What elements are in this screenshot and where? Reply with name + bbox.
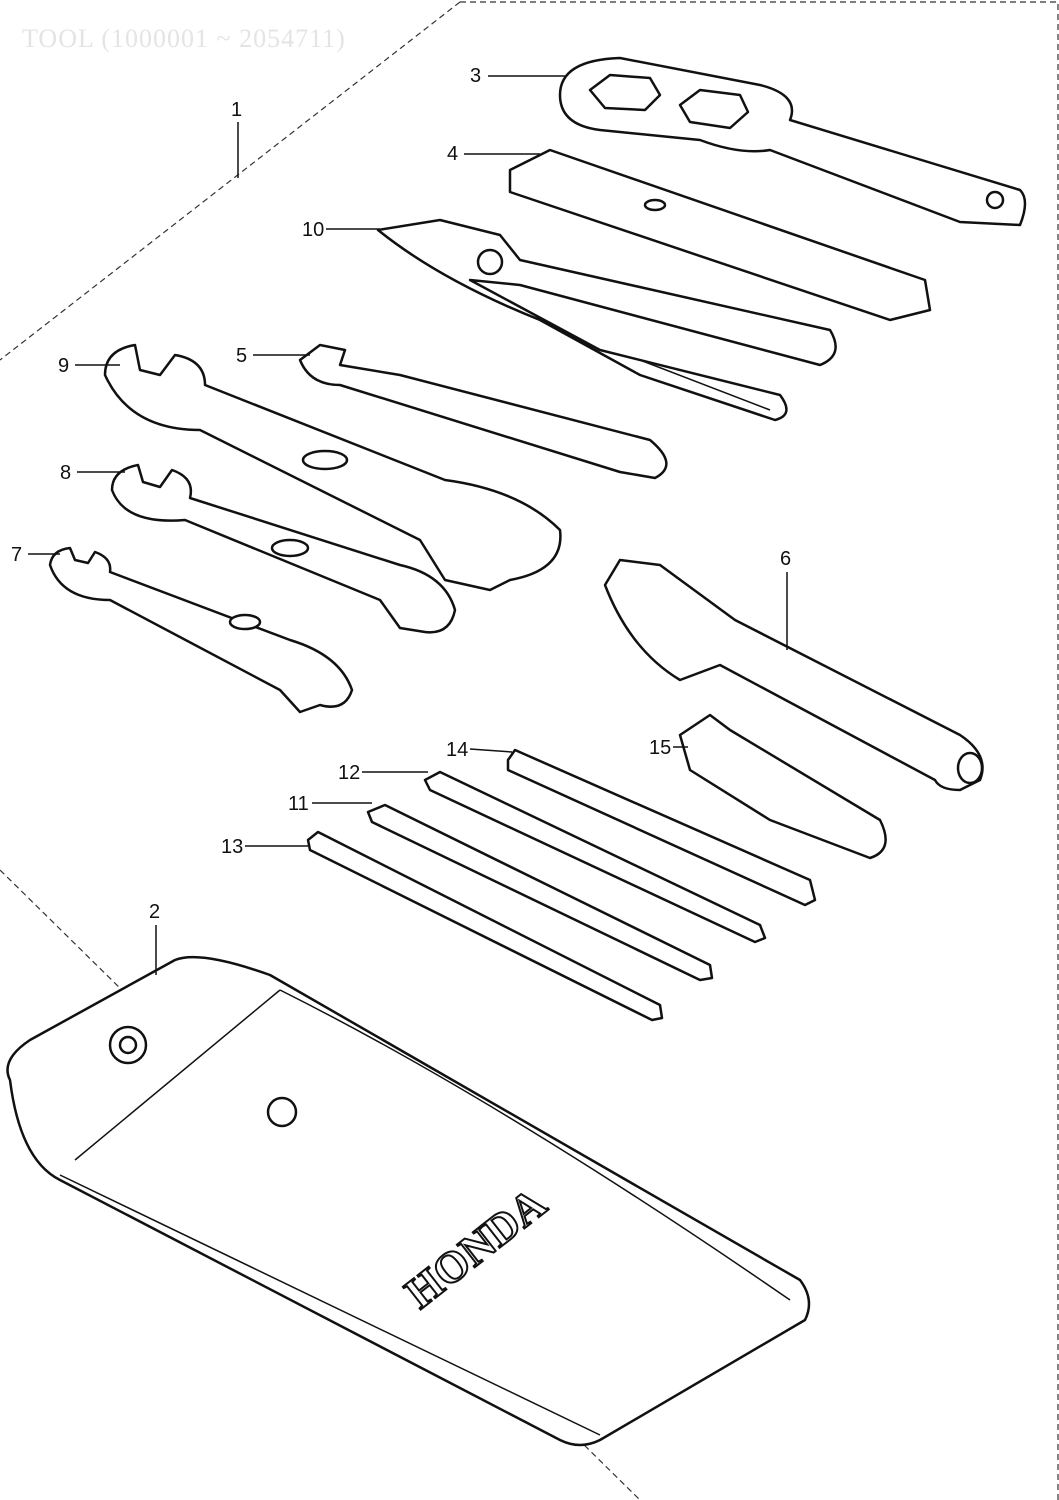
part-5-hook-wrench <box>298 343 668 480</box>
svg-text:13: 13 <box>221 836 243 858</box>
callout-6: 6 <box>780 548 791 650</box>
callout-4: 4 <box>447 143 540 165</box>
callout-8: 8 <box>60 462 125 484</box>
part-11-screwdriver-bit <box>366 803 714 982</box>
svg-text:14: 14 <box>446 739 468 761</box>
callout-13: 13 <box>221 836 308 858</box>
svg-text:10: 10 <box>302 219 324 241</box>
part-6-socket-wrench <box>603 558 984 792</box>
svg-text:9: 9 <box>58 355 69 377</box>
svg-text:1: 1 <box>231 99 242 121</box>
diagram-title: TOOL (1000001 ~ 2054711) <box>22 24 346 53</box>
part-14-screwdriver-shaft <box>506 748 817 907</box>
svg-text:11: 11 <box>288 793 309 815</box>
svg-text:8: 8 <box>60 462 71 484</box>
callout-15: 15 <box>649 737 688 759</box>
svg-text:15: 15 <box>649 737 671 759</box>
part-4-flat-bar <box>508 148 932 322</box>
svg-text:6: 6 <box>780 548 791 570</box>
callout-7: 7 <box>11 544 60 566</box>
callout-2: 2 <box>149 901 160 975</box>
svg-text:5: 5 <box>236 345 247 367</box>
svg-text:2: 2 <box>149 901 160 923</box>
part-3-box-spanner <box>558 56 1027 227</box>
svg-text:12: 12 <box>338 762 360 784</box>
part-7-open-end-wrench <box>48 546 354 714</box>
part-8-open-end-wrench <box>110 463 457 634</box>
part-9-open-end-wrench <box>103 343 562 592</box>
callout-5: 5 <box>236 345 310 367</box>
callout-1: 1 <box>231 99 242 178</box>
svg-text:3: 3 <box>470 65 481 87</box>
part-12-screwdriver-bit <box>423 770 767 944</box>
callout-12: 12 <box>338 762 428 784</box>
part-10-pliers <box>376 218 837 422</box>
part-15-screwdriver-handle <box>678 713 887 860</box>
callout-10: 10 <box>302 219 380 241</box>
callout-14: 14 <box>446 739 513 761</box>
svg-text:7: 7 <box>11 544 22 566</box>
callout-9: 9 <box>58 355 120 377</box>
callout-11: 11 <box>288 793 372 815</box>
svg-text:4: 4 <box>447 143 458 165</box>
part-13-screwdriver-bit <box>306 830 664 1022</box>
callout-3: 3 <box>470 65 565 87</box>
part-2-tool-pouch: HONDA <box>6 955 811 1447</box>
